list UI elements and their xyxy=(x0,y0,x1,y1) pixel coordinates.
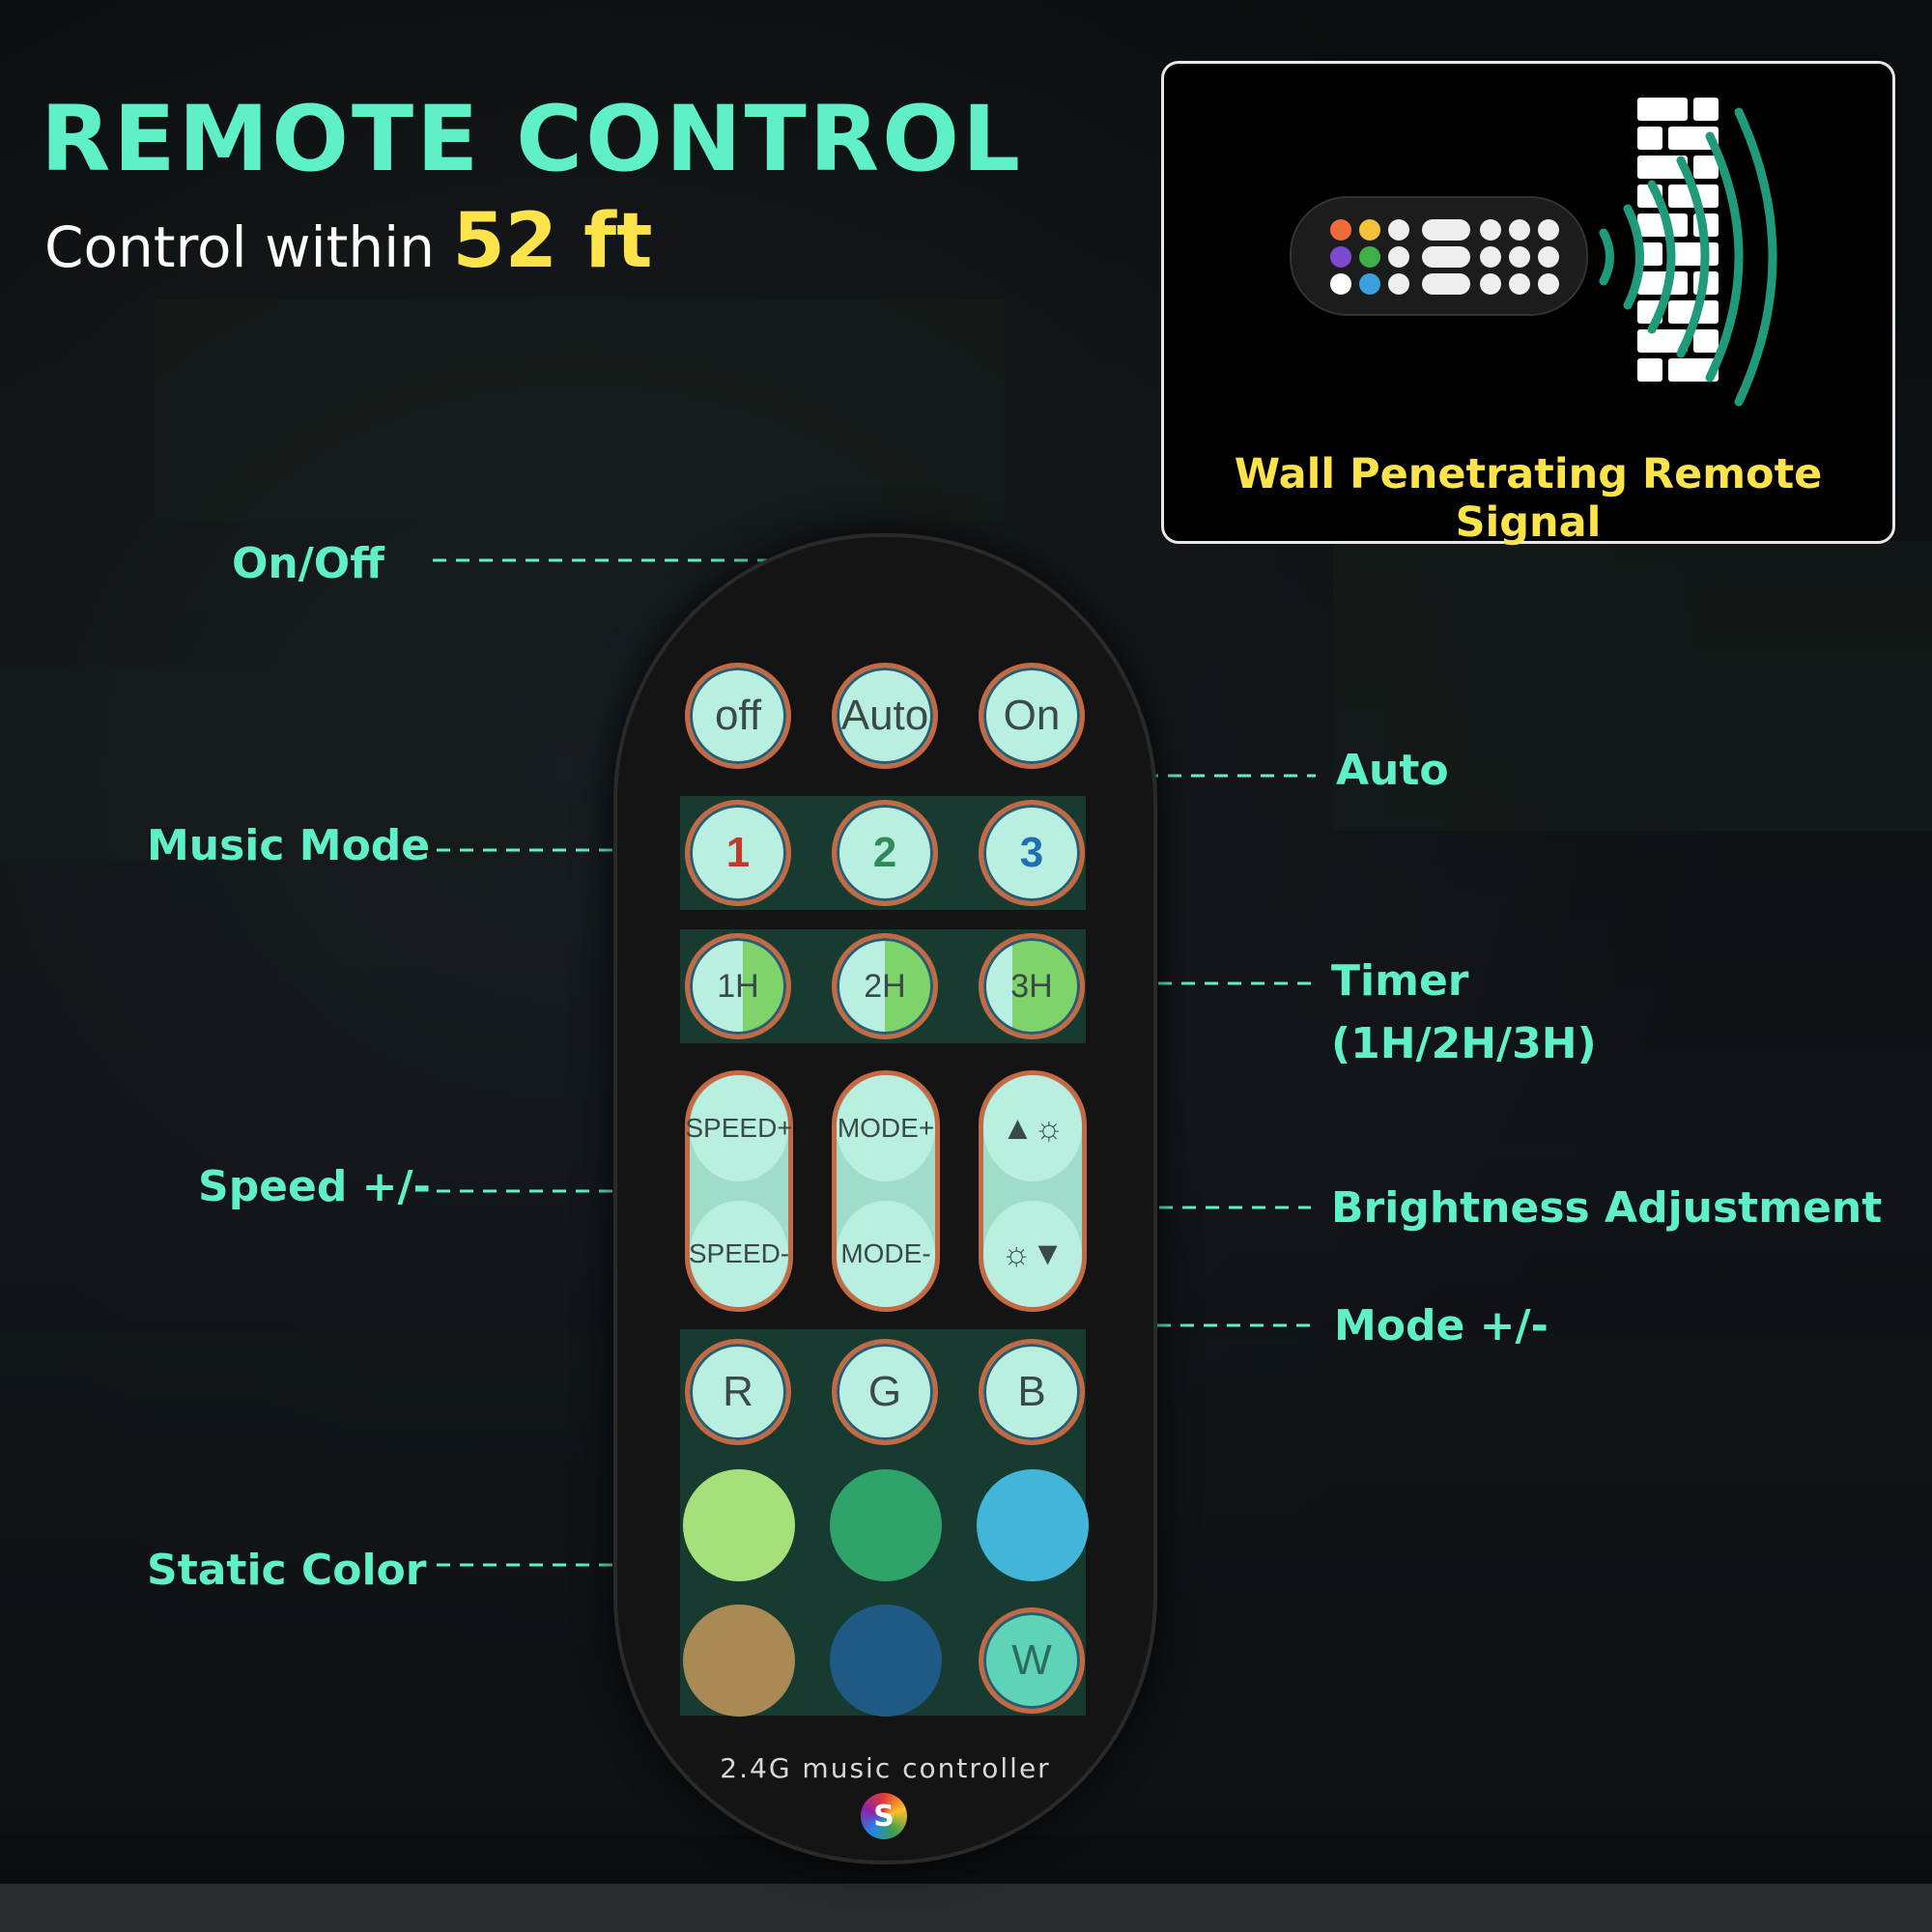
mini-button xyxy=(1330,273,1351,295)
brightness-up-icon: ▲☼ xyxy=(1001,1109,1065,1147)
color-amber-button[interactable] xyxy=(683,1605,795,1717)
callout-music-mode: Music Mode xyxy=(147,821,431,870)
speed-control: SPEED+ SPEED- xyxy=(685,1070,793,1312)
on-button[interactable]: On xyxy=(979,663,1085,769)
callout-brightness: Brightness Adjustment xyxy=(1331,1183,1883,1233)
brightness-down-button[interactable]: ☼▼ xyxy=(983,1201,1082,1307)
background-shelf xyxy=(155,299,1005,522)
red-button[interactable]: R xyxy=(685,1339,791,1445)
callout-auto: Auto xyxy=(1336,746,1449,795)
timer-3h-button[interactable]: 3H xyxy=(979,933,1085,1039)
brightness-control: ▲☼ ☼▼ xyxy=(979,1070,1087,1312)
mini-button xyxy=(1538,246,1559,268)
signal-waves-icon xyxy=(1599,107,1777,407)
mini-button xyxy=(1480,246,1501,268)
mini-button xyxy=(1388,219,1409,241)
bottom-bar xyxy=(0,1884,1932,1932)
wall-signal-inset: Wall Penetrating Remote Signal xyxy=(1161,61,1895,547)
mini-button xyxy=(1480,273,1501,295)
mini-button xyxy=(1480,219,1501,241)
timer-1h-button[interactable]: 1H xyxy=(685,933,791,1039)
brand-label: 2.4G music controller xyxy=(720,1752,1051,1784)
subtitle-range: 52 ft xyxy=(452,198,653,285)
mini-button xyxy=(1509,246,1530,268)
inset-caption: Wall Penetrating Remote Signal xyxy=(1234,450,1823,547)
green-button[interactable]: G xyxy=(832,1339,938,1445)
mode-down-button[interactable]: MODE- xyxy=(837,1201,935,1307)
background-shelf xyxy=(1333,541,1932,831)
page-title: REMOTE CONTROL xyxy=(41,87,1023,192)
background-shelf xyxy=(0,667,502,860)
blue-button[interactable]: B xyxy=(979,1339,1085,1445)
off-button[interactable]: off xyxy=(685,663,791,769)
white-button[interactable]: W xyxy=(979,1607,1085,1714)
timer-2h-button[interactable]: 2H xyxy=(832,933,938,1039)
callout-static-color: Static Color xyxy=(147,1546,427,1595)
mini-button xyxy=(1422,246,1470,268)
music-mode-1-button[interactable]: 1 xyxy=(685,800,791,906)
mini-button xyxy=(1422,219,1470,241)
speed-down-button[interactable]: SPEED- xyxy=(689,1201,789,1307)
color-light-green-button[interactable] xyxy=(683,1469,795,1581)
mini-button xyxy=(1359,273,1380,295)
color-sky-blue-button[interactable] xyxy=(977,1469,1089,1581)
mode-up-button[interactable]: MODE+ xyxy=(837,1075,935,1181)
mini-button xyxy=(1422,273,1470,295)
mini-button xyxy=(1330,246,1351,268)
brightness-up-button[interactable]: ▲☼ xyxy=(983,1075,1082,1181)
mini-button xyxy=(1509,219,1530,241)
mini-button xyxy=(1538,219,1559,241)
page-subtitle: Control within 52 ft xyxy=(44,198,652,285)
callout-timer: Timer xyxy=(1331,956,1469,1006)
subtitle-prefix: Control within xyxy=(44,214,436,280)
brick-wall-icon xyxy=(1637,98,1719,382)
speed-up-button[interactable]: SPEED+ xyxy=(685,1075,793,1181)
mini-button xyxy=(1509,273,1530,295)
callout-timer-options: (1H/2H/3H) xyxy=(1331,1019,1597,1068)
mini-button xyxy=(1388,273,1409,295)
mini-button xyxy=(1538,273,1559,295)
mini-button xyxy=(1330,219,1351,241)
logo-letter: S xyxy=(873,1799,895,1833)
color-green-button[interactable] xyxy=(830,1469,942,1581)
music-mode-3-button[interactable]: 3 xyxy=(979,800,1085,906)
remote-control: off Auto On 1 2 3 1H 2H 3H SPEED+ SPEED-… xyxy=(613,533,1157,1864)
brightness-down-icon: ☼▼ xyxy=(1001,1235,1065,1272)
callout-on-off: On/Off xyxy=(232,539,384,588)
color-dark-blue-button[interactable] xyxy=(830,1605,942,1717)
callout-speed: Speed +/- xyxy=(198,1162,431,1211)
brand-logo: S xyxy=(861,1793,907,1839)
mini-button xyxy=(1359,219,1380,241)
callout-mode: Mode +/- xyxy=(1334,1301,1548,1350)
wall-and-waves-icon xyxy=(1599,98,1777,407)
music-mode-2-button[interactable]: 2 xyxy=(832,800,938,906)
auto-button[interactable]: Auto xyxy=(832,663,938,769)
mini-button xyxy=(1359,246,1380,268)
mini-button xyxy=(1388,246,1409,268)
mode-control: MODE+ MODE- xyxy=(832,1070,940,1312)
mini-remote-image xyxy=(1290,196,1588,316)
